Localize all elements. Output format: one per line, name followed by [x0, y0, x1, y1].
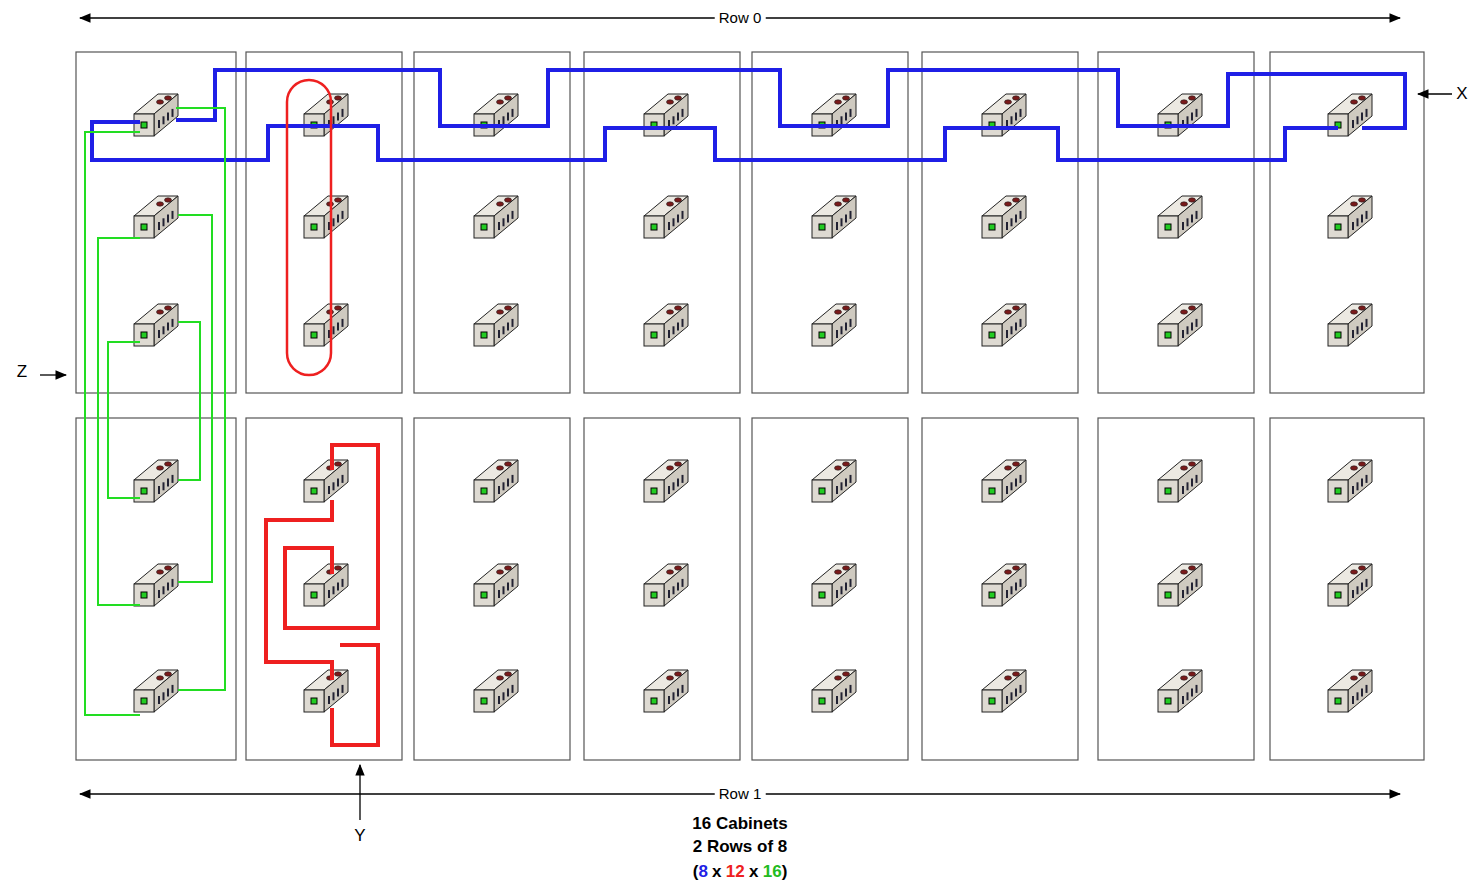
cabinet-outline — [752, 418, 908, 760]
node-icon — [474, 304, 518, 346]
x-torus-wire — [176, 70, 1405, 128]
node-icon — [644, 460, 688, 502]
node-icon — [134, 94, 178, 136]
cabinet-outline — [1098, 52, 1254, 393]
node-icon — [982, 564, 1026, 606]
cabinet-outline — [246, 418, 402, 760]
cabinet-outline — [752, 52, 908, 393]
caption-part: 12 — [726, 863, 745, 882]
node-icon — [644, 670, 688, 712]
caption-part: ) — [782, 863, 788, 882]
caption-line: 16 Cabinets — [692, 815, 787, 834]
node-icon — [474, 460, 518, 502]
node-icon — [134, 304, 178, 346]
axis-label: Z — [17, 363, 27, 382]
dimension-caption: (8x12x16) — [693, 863, 788, 882]
node-icon — [812, 196, 856, 238]
node-icon — [1158, 304, 1202, 346]
pointer-arrow — [1418, 93, 1452, 94]
cabinet-outline — [246, 52, 402, 393]
z-torus-wire — [108, 342, 140, 498]
node-icon — [982, 670, 1026, 712]
node-icon — [474, 94, 518, 136]
caption-part: 8 — [698, 863, 707, 882]
node-icon — [1328, 196, 1372, 238]
node-icon — [1328, 304, 1372, 346]
node-icon — [1158, 460, 1202, 502]
cabinet-outline — [584, 52, 740, 393]
y-torus-wire — [285, 445, 378, 628]
node-icon — [1328, 670, 1372, 712]
node-icon — [644, 196, 688, 238]
node-icon — [474, 564, 518, 606]
caption-line: 2 Rows of 8 — [693, 838, 787, 857]
node-icon — [134, 670, 178, 712]
caption-part: x — [712, 863, 721, 882]
node-icon — [474, 196, 518, 238]
node-icon — [1328, 460, 1372, 502]
z-torus-wire — [178, 215, 212, 582]
node-icon — [1328, 564, 1372, 606]
z-torus-wire — [85, 132, 140, 715]
cabinet-outline — [584, 418, 740, 760]
row-label: Row 1 — [715, 786, 766, 803]
node-icon — [134, 564, 178, 606]
node-icon — [644, 304, 688, 346]
pointer-arrow — [359, 765, 360, 820]
y-torus-wire — [287, 80, 331, 375]
cabinet-outline — [922, 418, 1078, 760]
axis-label: Y — [354, 827, 365, 846]
x-torus-wire — [92, 122, 1338, 160]
pointer-arrow — [40, 374, 66, 375]
node-icon — [304, 670, 348, 712]
node-icon — [644, 564, 688, 606]
node-icon — [1158, 196, 1202, 238]
node-icon — [304, 94, 348, 136]
cabinet-outline — [1098, 418, 1254, 760]
node-icon — [1158, 670, 1202, 712]
node-icon — [812, 460, 856, 502]
node-icon — [812, 304, 856, 346]
cabinet-outline — [922, 52, 1078, 393]
node-icon — [1158, 564, 1202, 606]
node-icon — [982, 196, 1026, 238]
node-icon — [812, 94, 856, 136]
row-label: Row 0 — [715, 10, 766, 27]
z-torus-wire — [178, 322, 200, 480]
caption-part: 16 — [763, 863, 782, 882]
axis-label: X — [1456, 85, 1467, 104]
z-torus-wire — [98, 238, 140, 605]
cabinet-outline — [414, 418, 570, 760]
node-icon — [1158, 94, 1202, 136]
y-torus-wire — [332, 645, 378, 745]
node-icon — [812, 670, 856, 712]
node-icon — [304, 460, 348, 502]
node-icon — [304, 564, 348, 606]
cabinet-outline — [1270, 418, 1424, 760]
node-icon — [304, 304, 348, 346]
node-icon — [982, 460, 1026, 502]
z-torus-wire — [176, 108, 225, 690]
node-icon — [982, 304, 1026, 346]
y-torus-wire — [266, 500, 332, 680]
node-icon — [812, 564, 856, 606]
node-icon — [134, 196, 178, 238]
caption-part: ( — [693, 863, 699, 882]
node-icon — [304, 196, 348, 238]
node-icon — [134, 460, 178, 502]
node-icon — [474, 670, 518, 712]
caption-part: x — [749, 863, 758, 882]
cabinet-outline — [1270, 52, 1424, 393]
